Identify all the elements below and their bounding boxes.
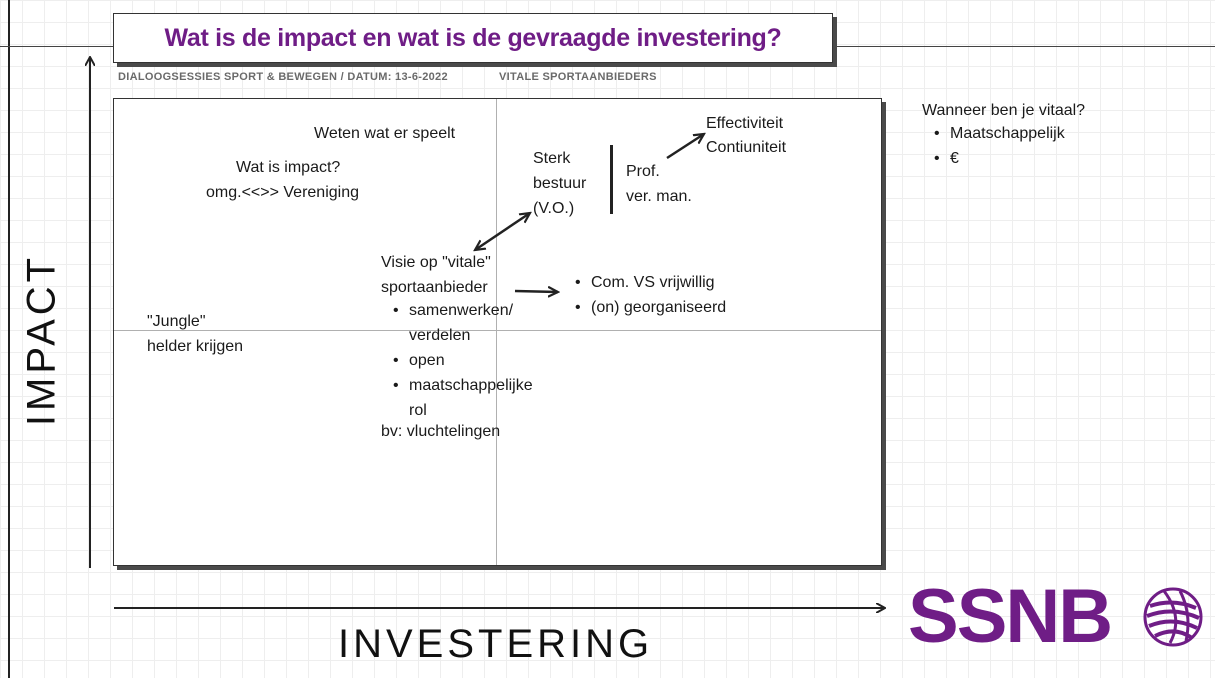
page-border	[8, 0, 10, 678]
note-jungle: "Jungle" helder krijgen	[147, 309, 243, 359]
ssnb-logo: SSNB	[908, 574, 1113, 659]
topic-meta: VITALE SPORTAANBIEDERS	[499, 71, 657, 83]
title-box: Wat is de impact en wat is de gevraagde …	[113, 13, 833, 63]
note-line: (V.O.)	[533, 200, 575, 217]
quadrant-area	[113, 98, 882, 566]
list-item-continued: verdelen	[409, 327, 471, 344]
yarn-ball-icon	[1143, 587, 1203, 647]
list-item: open	[409, 348, 533, 373]
list-item: Maatschappelijk	[950, 121, 1065, 146]
note-sterk-bestuur: Sterk bestuur (V.O.)	[533, 146, 586, 221]
note-bv: bv: vluchtelingen	[381, 423, 501, 440]
note-line: ver. man.	[626, 188, 692, 205]
list-item-continued: rol	[409, 402, 427, 419]
note-line: Sterk	[533, 150, 571, 167]
visie-bullet-list: samenwerken/ verdelen open maatschappeli…	[409, 298, 533, 423]
note-prof: Prof. ver. man.	[626, 159, 692, 209]
list-item: (on) georganiseerd	[591, 295, 726, 320]
note-line: helder krijgen	[147, 338, 244, 355]
note-impact-question: Wat is impact?	[236, 159, 341, 176]
quadrant-divider-vertical	[496, 99, 497, 565]
note-weten: Weten wat er speelt	[314, 125, 456, 142]
list-item: €	[950, 146, 1065, 171]
arrow-to-com	[514, 291, 558, 292]
side-bullet-list: Maatschappelijk €	[950, 121, 1065, 171]
side-question: Wanneer ben je vitaal?	[922, 102, 1086, 119]
arrow-visie-bestuur	[475, 213, 530, 250]
note-line: Prof.	[626, 163, 660, 180]
x-axis-label: INVESTERING	[338, 622, 654, 666]
page-title: Wat is de impact en wat is de gevraagde …	[164, 23, 782, 52]
quadrant-divider-horizontal	[114, 330, 881, 331]
note-continuiteit: Contiuniteit	[706, 139, 787, 156]
list-item: maatschappelijke	[409, 373, 533, 398]
list-item: Com. VS vrijwillig	[591, 270, 726, 295]
note-line: bestuur	[533, 175, 587, 192]
note-line: sportaanbieder	[381, 279, 488, 296]
note-omg-vereniging: omg.<<>> Vereniging	[206, 184, 360, 201]
note-line: Visie op "vitale"	[381, 254, 491, 271]
arrow-to-effectiviteit	[666, 134, 704, 160]
com-bullet-list: Com. VS vrijwillig (on) georganiseerd	[591, 270, 726, 320]
note-visie: Visie op "vitale" sportaanbieder	[381, 250, 491, 300]
y-axis-label: IMPACT	[19, 253, 64, 427]
note-effectiviteit: Effectiviteit	[706, 115, 784, 132]
list-item: samenwerken/	[409, 298, 533, 323]
bestuur-divider	[610, 145, 613, 214]
session-meta: DIALOOGSESSIES SPORT & BEWEGEN / DATUM: …	[118, 71, 448, 83]
note-line: "Jungle"	[147, 313, 206, 330]
